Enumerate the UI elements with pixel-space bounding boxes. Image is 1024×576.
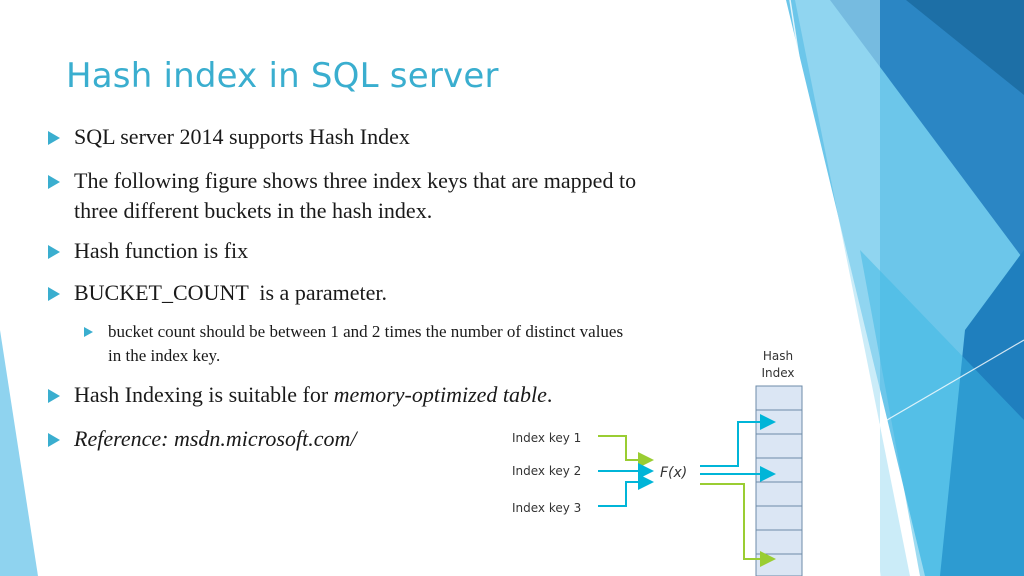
hash-header-line-1: Hash xyxy=(763,349,793,363)
bullet-2-line-1: The following figure shows three index k… xyxy=(74,168,637,193)
sub-bullet-line-2: in the index key. xyxy=(108,346,221,365)
bullet-arrow-icon xyxy=(48,287,60,301)
hash-function-label: F(x) xyxy=(660,465,687,481)
bullet-arrow-icon xyxy=(48,131,60,145)
slide-title: Hash index in SQL server xyxy=(66,56,499,96)
bullet-5-suffix: . xyxy=(546,382,553,407)
index-key-3-label: Index key 3 xyxy=(512,501,581,515)
sub-bullet-line-1: bucket count should be between 1 and 2 t… xyxy=(108,322,624,341)
index-key-2-label: Index key 2 xyxy=(512,464,581,478)
hash-header-line-2: Index xyxy=(761,366,794,380)
bullet-3-text: Hash function is fix xyxy=(74,238,249,263)
key-3-arrow xyxy=(598,474,654,507)
bullet-5-emphasis: memory-optimized table xyxy=(333,382,547,407)
hash-index-diagram: Hash Index Index key 1 Index key 2 Index… xyxy=(512,349,803,576)
output-top-arrow xyxy=(700,414,776,467)
key-1-arrow xyxy=(598,435,654,468)
bullet-1-text: SQL server 2014 supports Hash Index xyxy=(74,124,410,149)
index-key-1-label: Index key 1 xyxy=(512,431,581,445)
reference-text: Reference: msdn.microsoft.com/ xyxy=(74,426,357,451)
bullet-5-prefix: Hash Indexing is suitable for xyxy=(74,382,334,407)
bullet-arrow-icon xyxy=(48,175,60,189)
bullet-5-text: Hash Indexing is suitable for memory-opt… xyxy=(74,380,552,410)
hash-buckets xyxy=(755,385,803,576)
bullet-arrow-icon xyxy=(48,433,60,447)
bullet-arrow-icon xyxy=(48,389,60,403)
sub-bullet-arrow-icon xyxy=(84,327,93,337)
bullet-2-line-2: three different buckets in the hash inde… xyxy=(74,198,433,223)
bullet-arrow-icon xyxy=(48,245,60,259)
bullet-4-text: BUCKET_COUNT is a parameter. xyxy=(74,280,388,305)
output-low-arrow xyxy=(700,483,776,567)
